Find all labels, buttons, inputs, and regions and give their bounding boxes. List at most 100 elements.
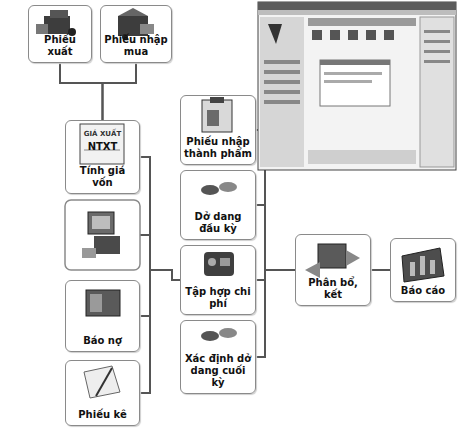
menu-item: [264, 90, 300, 94]
box-label: Xác định dở dang cuối kỳ: [183, 353, 253, 389]
box-shape: [318, 244, 346, 268]
logo-shape: [268, 24, 282, 44]
menu-item: [424, 60, 450, 63]
menu-item: [264, 100, 300, 104]
monitor-shape: [88, 212, 114, 234]
roof-shape: [118, 8, 148, 16]
pen-shape: [96, 368, 112, 396]
tool-icon: [384, 30, 394, 40]
menu-item: [424, 40, 450, 43]
box-label: Tập hợp chi phí: [183, 286, 253, 310]
dialog-title: [320, 60, 390, 65]
box-label: Phân bổ, kết: [298, 277, 368, 301]
gears-icon: [201, 182, 237, 195]
side-panel: [260, 17, 304, 167]
box-shape: [36, 24, 48, 34]
window-frame: [258, 2, 456, 170]
warehouse-icon: [36, 10, 76, 36]
software-screenshot: [258, 2, 456, 170]
process-box: Phiếu kê: [65, 360, 140, 426]
bar-shape: [410, 262, 415, 276]
connector-line: [140, 270, 180, 393]
menu-item: [264, 70, 300, 74]
chart-shape: [402, 248, 444, 282]
box-label: Báo nợ: [83, 335, 122, 347]
process-box: Dở dang đầu kỳ: [180, 170, 256, 240]
gear-shape: [201, 185, 219, 195]
gear-shape: [219, 182, 237, 192]
allocate-icon: [305, 244, 360, 278]
icon-box: [65, 200, 140, 270]
tool-icon: [330, 30, 340, 40]
box-label: Báo cáo: [401, 285, 445, 297]
tool-icon: [312, 30, 322, 40]
clip-shape: [210, 97, 224, 103]
bar-shape: [420, 256, 425, 275]
process-box: Báo cáo: [390, 238, 456, 302]
dialog-line: [324, 72, 382, 75]
connector-line: [256, 270, 295, 357]
chart-icon: [402, 248, 444, 282]
tool-icon: [366, 30, 376, 40]
page-shape: [90, 294, 102, 312]
gear-shape: [219, 328, 237, 338]
connector-line: [103, 63, 137, 120]
sheet-shape: [207, 110, 219, 126]
connector-line: [60, 63, 103, 120]
case-shape: [94, 236, 120, 254]
connector-line: [256, 270, 295, 280]
document-icon: [80, 124, 124, 164]
roof-shape: [50, 10, 68, 18]
box-label: Phiếu nhập thành phẩm: [183, 136, 253, 160]
connector-line: [371, 269, 390, 271]
gear-shape: [201, 331, 219, 341]
toolbar: [308, 18, 416, 26]
menu-item: [424, 30, 450, 33]
paper-shape: [84, 366, 120, 398]
board-shape: [202, 100, 232, 132]
arrow-shape: [305, 262, 320, 278]
box-label: Phiếu kê: [78, 409, 126, 421]
process-box: GIÁ XUẤT NTXT Tính giá vốn: [65, 120, 140, 194]
process-box: Phiếu nhập thành phẩm: [180, 95, 256, 165]
menu-item: [424, 50, 450, 53]
process-box: Phiếu nhập mua: [100, 5, 172, 63]
box-label: Dở dang đầu kỳ: [183, 211, 253, 235]
box-label: Tính giá vốn: [68, 165, 137, 189]
bar-shape: [430, 260, 435, 274]
bracket-stub: [140, 234, 150, 236]
box-shape: [140, 24, 154, 34]
side-panel: [420, 17, 454, 167]
money-icon: [86, 290, 120, 316]
status-bar: [308, 150, 416, 164]
menu-item: [264, 80, 300, 84]
arrow-shape: [346, 250, 360, 266]
menu-item: [264, 60, 300, 64]
process-box: Xác định dở dang cuối kỳ: [180, 320, 256, 394]
gears-icon: [201, 328, 237, 341]
paper-shape: [80, 124, 124, 164]
dialog-line: [324, 80, 372, 83]
box-label: Phiếu xuất: [31, 34, 89, 58]
process-box: Tập hợp chi phí: [180, 245, 256, 315]
dialog-box: [320, 60, 390, 106]
screen-shape: [92, 216, 110, 229]
tool-icon: [348, 30, 358, 40]
clipboard-icon: [202, 97, 232, 132]
connector-line: [140, 270, 180, 316]
process-box: Phân bổ, kết: [295, 234, 371, 306]
process-box: Phiếu xuất: [28, 5, 92, 63]
box-label: GIÁ XUẤT: [84, 130, 121, 139]
menu-bar: [258, 10, 456, 15]
machine-shape: [204, 252, 234, 276]
box-label: Phiếu nhập mua: [103, 34, 169, 58]
machine-icon: [204, 252, 234, 276]
book-shape: [86, 290, 120, 316]
pen-icon: [84, 366, 120, 398]
title-bar: [258, 2, 456, 10]
box-label: NTXT: [88, 141, 118, 153]
connector-line: [256, 205, 295, 270]
computer-icon: [82, 212, 120, 258]
connector-line: [140, 157, 180, 280]
